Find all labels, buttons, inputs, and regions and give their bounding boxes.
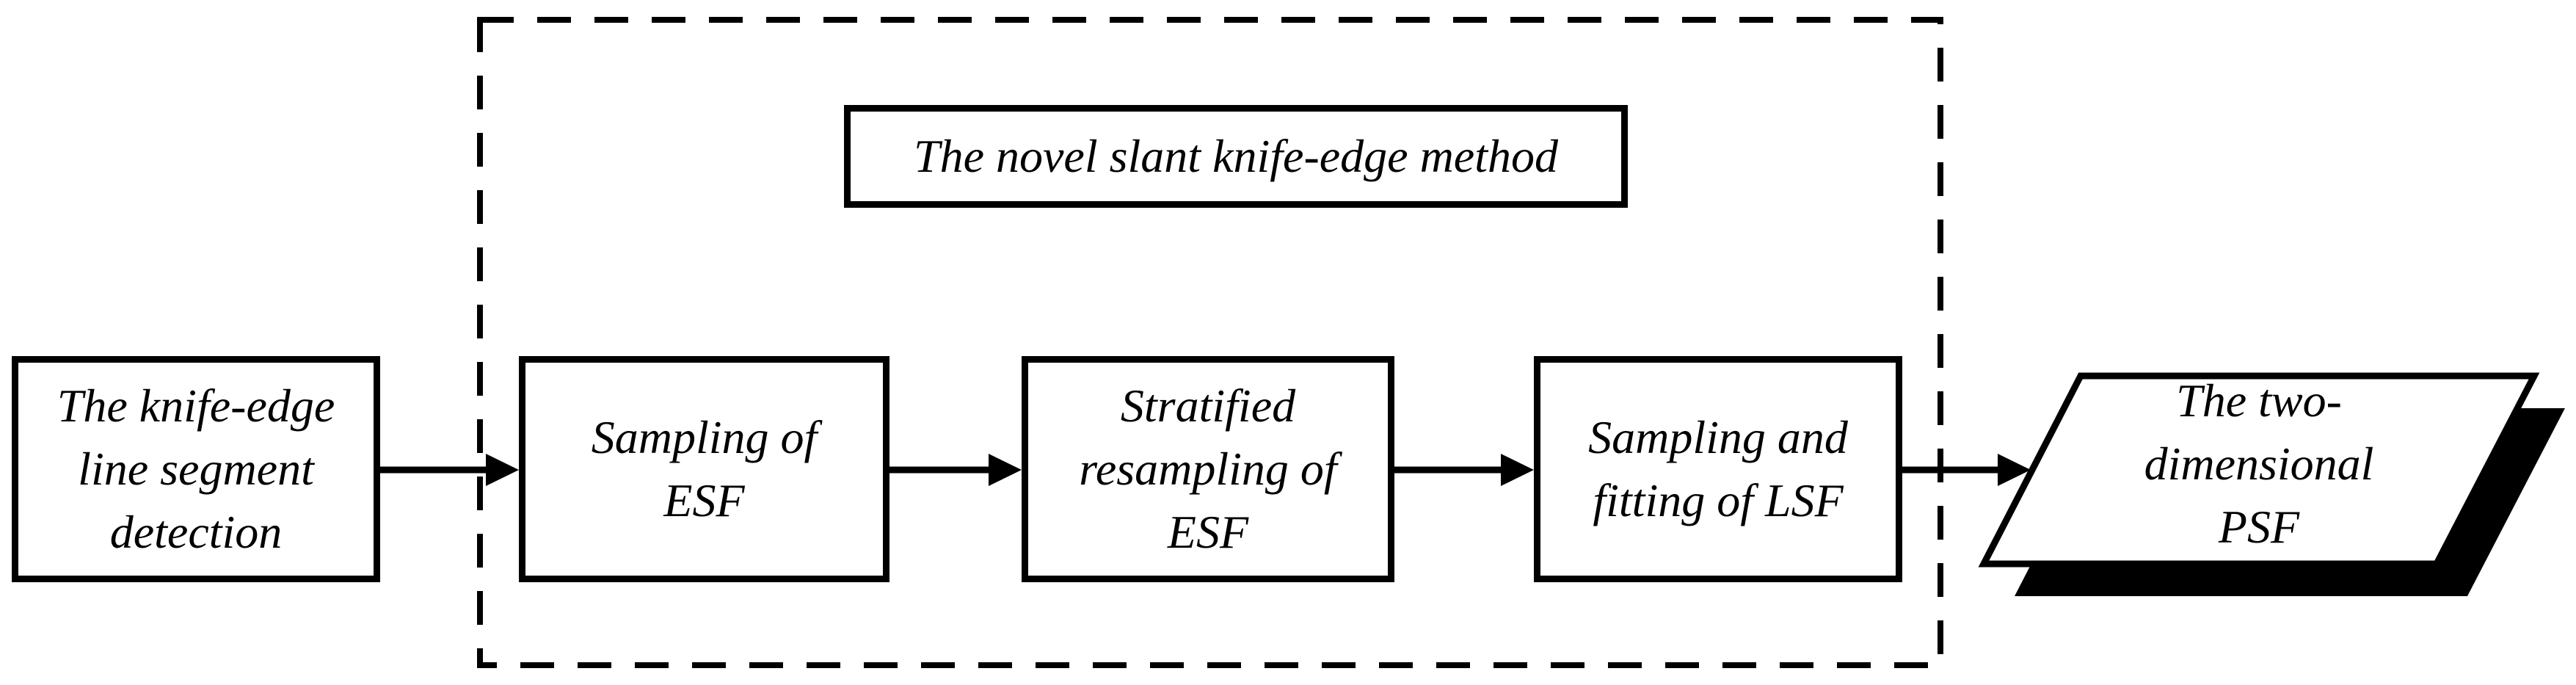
arrowhead-icon	[1998, 454, 2031, 486]
arrow-fitting-to-output	[1902, 454, 2031, 486]
node-sampling-fitting-lsf-label-line: Sampling and	[1588, 411, 1848, 463]
node-sampling-esf-label-line: ESF	[663, 474, 745, 526]
node-sampling-fitting-lsf-label-line: fitting of LSF	[1593, 474, 1844, 526]
node-sampling-esf-box: Sampling of ESF	[519, 356, 889, 582]
arrow-input-to-sampling-esf	[380, 454, 519, 486]
node-input-label-line: line segment	[78, 443, 314, 495]
arrowhead-icon	[989, 454, 1022, 486]
arrowhead-icon	[486, 454, 519, 486]
node-stratified-resampling-label-line: ESF	[1167, 506, 1249, 558]
node-output-label-line: PSF	[2218, 501, 2300, 553]
arrow-stratified-to-fitting	[1394, 454, 1534, 486]
node-output-label: The two- dimensional PSF	[2011, 367, 2507, 561]
arrow-sampling-to-stratified	[889, 454, 1022, 486]
arrowhead-icon	[1501, 454, 1534, 486]
node-stratified-resampling-label-line: Stratified	[1120, 380, 1296, 432]
node-input-label-line: detection	[109, 506, 283, 558]
node-output-label-line: The two-	[2176, 374, 2342, 427]
node-sampling-esf-label-line: Sampling of	[591, 411, 818, 463]
node-input-label-line: The knife-edge	[57, 380, 335, 432]
node-stratified-resampling-box: Stratified resampling of ESF	[1022, 356, 1394, 582]
node-sampling-fitting-lsf-box: Sampling and fitting of LSF	[1534, 356, 1902, 582]
method-group-dashed-border	[477, 17, 1943, 668]
node-output-label-line: dimensional	[2144, 438, 2374, 490]
method-title-box: The novel slant knife-edge method	[844, 105, 1628, 208]
node-input-box: The knife-edge line segment detection	[12, 356, 380, 582]
node-stratified-resampling-label-line: resampling of	[1079, 443, 1337, 495]
method-title-label: The novel slant knife-edge method	[914, 130, 1558, 182]
output-parallelogram	[1978, 372, 2540, 568]
